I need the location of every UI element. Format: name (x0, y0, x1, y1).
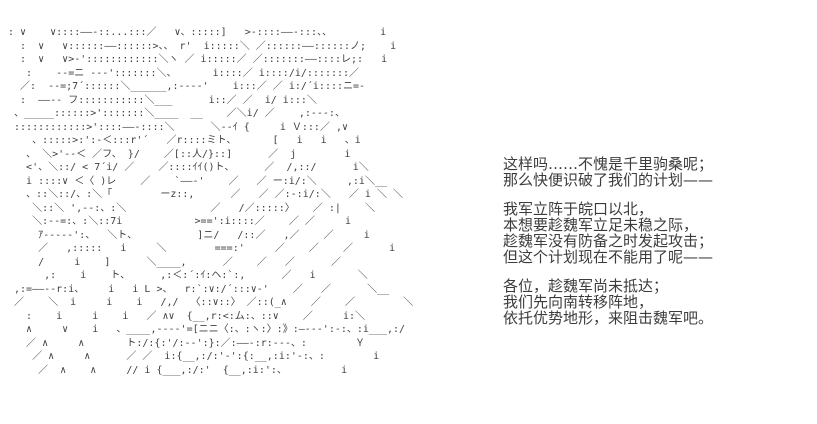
dialogue-paragraph-3: 各位，趁魏军尚未抵达； 我们先向南转移阵地， 依托优势地形，来阻击魏军吧。 (503, 277, 714, 327)
dialogue-paragraph-1: 这样吗……不愧是千里驹桑呢； 那么快便识破了我们的计划—— (503, 155, 714, 189)
ascii-art-character: : ∨ ∨::::――-::...:::／ ∨、:::::] >-::::――-… (8, 27, 414, 376)
dialogue-panel: 这样吗……不愧是千里驹桑呢； 那么快便识破了我们的计划—— 我军立阵于皖口以北，… (503, 156, 803, 339)
dialogue-paragraph-2: 我军立阵于皖口以北， 本想要趁魏军立足未稳之际， 趁魏军没有防备之时发起攻击； … (503, 200, 714, 266)
